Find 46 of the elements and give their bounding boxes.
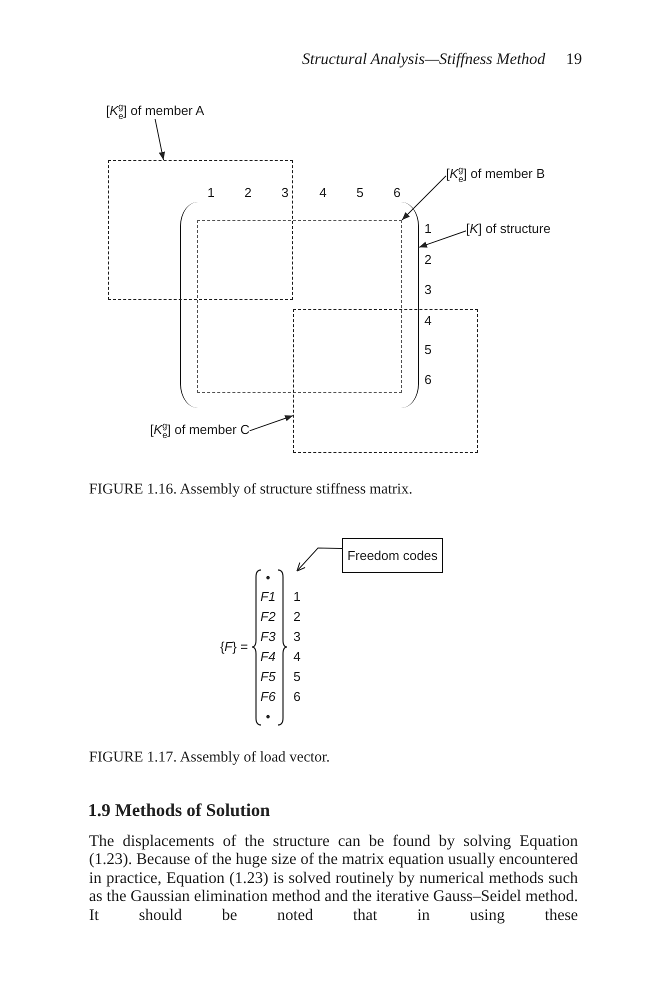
vector-symbol: {F} = bbox=[220, 639, 248, 655]
submatrix-outline bbox=[293, 309, 478, 453]
page-number: 19 bbox=[566, 51, 582, 69]
column-index: 2 bbox=[244, 185, 252, 201]
row-index: 6 bbox=[424, 372, 432, 388]
column-index: 4 bbox=[319, 185, 327, 201]
leader-arrow bbox=[418, 230, 466, 248]
freedom-code: 6 bbox=[293, 689, 301, 705]
leader-arrow bbox=[154, 118, 166, 160]
row-index: 1 bbox=[424, 221, 432, 237]
vector-entry: F6 bbox=[260, 689, 276, 705]
leader-arrow bbox=[249, 415, 294, 432]
row-index: 5 bbox=[424, 342, 432, 358]
body-paragraph: The displacements of the structure can be found by solving Equation (1.23). Because of the huge size of the matrix equation usually encountered in practice, Equation (1.23) is solved routinely by numerical methods such as the Gaussian elimination method and the iterative Gauss–Seidel method. It should be noted that in using these bbox=[89, 832, 578, 924]
column-index: 3 bbox=[281, 185, 289, 201]
callout-box: Freedom codes bbox=[342, 538, 443, 573]
row-index: 2 bbox=[424, 252, 432, 268]
leader-label: [K$^{g}$$_{e}$] of member B bbox=[446, 166, 545, 182]
figure-caption: FIGURE 1.17. Assembly of load vector. bbox=[89, 750, 330, 766]
section-heading: 1.9 Methods of Solution bbox=[88, 800, 270, 820]
row-index: 4 bbox=[424, 313, 432, 329]
vector-entry: F1 bbox=[260, 589, 276, 605]
vector-entry: F3 bbox=[260, 629, 276, 645]
vector-entry: F2 bbox=[260, 609, 276, 625]
submatrix-outline bbox=[108, 160, 293, 300]
column-index: 1 bbox=[207, 185, 215, 201]
vector-entry: • bbox=[266, 570, 270, 586]
freedom-code: 5 bbox=[293, 669, 301, 685]
freedom-code: 3 bbox=[293, 629, 301, 645]
freedom-code: 4 bbox=[293, 649, 301, 665]
column-index: 6 bbox=[393, 185, 401, 201]
leader-label: [K] of structure bbox=[466, 221, 551, 237]
vector-entry: F4 bbox=[260, 649, 276, 665]
freedom-code: 2 bbox=[293, 609, 301, 625]
vector-entry: • bbox=[266, 709, 270, 725]
leader-label: [K$^{g}$$_{e}$] of member A bbox=[106, 103, 204, 119]
figure-caption: FIGURE 1.16. Assembly of structure stiffness matrix. bbox=[89, 482, 412, 498]
freedom-code: 1 bbox=[293, 589, 301, 605]
vector-entry: F5 bbox=[260, 669, 276, 685]
running-header: Structural Analysis—Stiffness Method bbox=[302, 51, 546, 69]
leader-label: [K$^{g}$$_{e}$] of member C bbox=[150, 422, 250, 438]
submatrix-outline bbox=[197, 220, 402, 393]
leader-arrow bbox=[296, 548, 342, 572]
leader-arrow bbox=[402, 175, 446, 220]
column-index: 5 bbox=[356, 185, 364, 201]
row-index: 3 bbox=[424, 282, 432, 298]
